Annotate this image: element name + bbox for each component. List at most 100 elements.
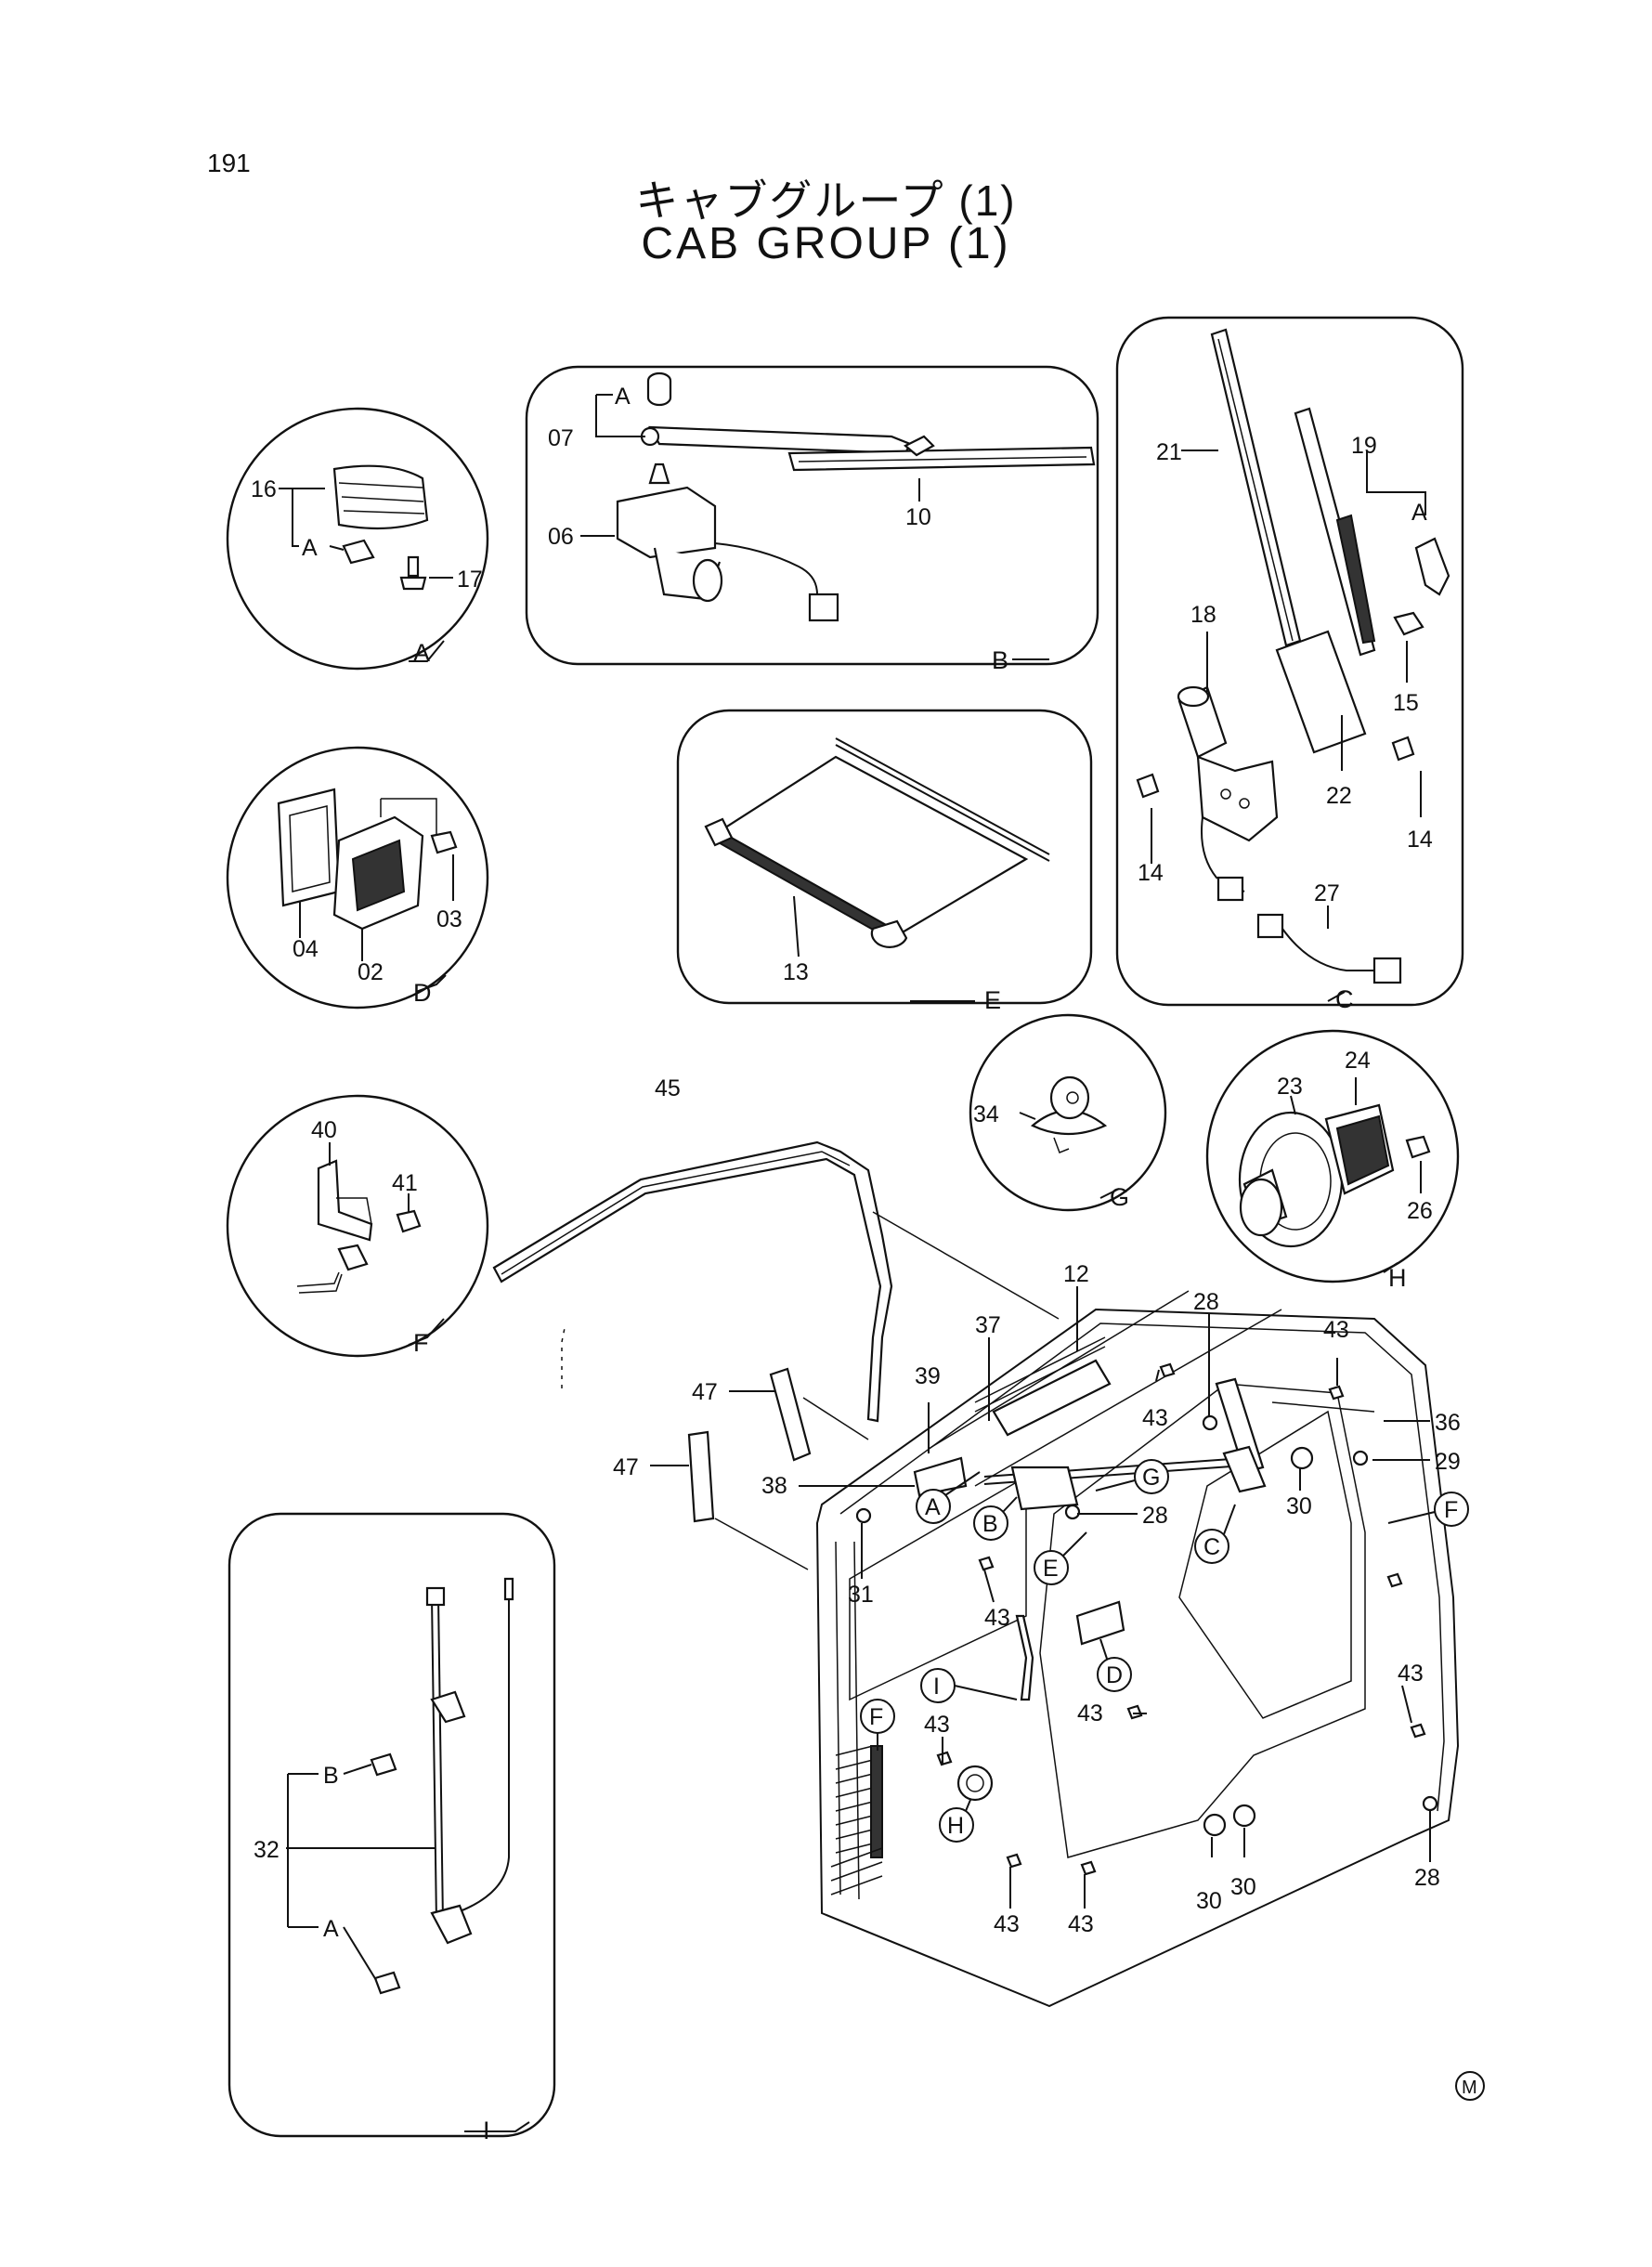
- view-a-label: A: [413, 639, 430, 667]
- detail-c: 21 19 A 15 18 22 14 14 27 C: [1115, 316, 1464, 1013]
- main-room-lamp: [913, 1456, 968, 1497]
- part-02: 02: [358, 959, 384, 985]
- part-24: 24: [1345, 1048, 1371, 1074]
- part-28-top: 28: [1193, 1289, 1219, 1315]
- view-b-label: B: [992, 646, 1008, 674]
- ref-a-label-b: A: [615, 384, 631, 410]
- bolt-14-right: [1391, 736, 1415, 762]
- callout-c[interactable]: C: [1194, 1504, 1236, 1564]
- callout-d[interactable]: D: [1097, 1638, 1132, 1692]
- antenna-clip-lower: [430, 1904, 473, 1945]
- wiper-arm: [648, 425, 912, 455]
- main-antenna: [1015, 1614, 1034, 1701]
- arm-clip: [1414, 537, 1450, 596]
- main-speaker: [956, 1765, 994, 1802]
- view-c-label: C: [1335, 985, 1354, 1013]
- part-12: 12: [1063, 1261, 1089, 1287]
- svg-text:F: F: [869, 1704, 883, 1730]
- main-wiper-blade: [1215, 1377, 1265, 1474]
- title-japanese: キャブグループ (1): [635, 176, 1017, 225]
- detail-h: 23 24 26 H: [1205, 1029, 1460, 1292]
- part-17: 17: [457, 567, 483, 593]
- svg-text:I: I: [933, 1674, 940, 1700]
- part-37: 37: [975, 1312, 1001, 1338]
- ref-a-label: A: [302, 535, 318, 561]
- part-26: 26: [1407, 1198, 1433, 1224]
- corner-mark: M: [1455, 2071, 1485, 2101]
- part-43-c: 43: [984, 1605, 1010, 1631]
- nut-15: [1393, 611, 1424, 636]
- part-43-b: 43: [1323, 1317, 1349, 1343]
- weatherstrip: [492, 1140, 893, 1423]
- detail-b: A 07 06 10 B: [525, 365, 1099, 674]
- detail-e: 13 E: [676, 709, 1093, 1014]
- part-10: 10: [905, 504, 931, 530]
- svg-text:G: G: [1142, 1465, 1160, 1491]
- svg-text:F: F: [1444, 1497, 1458, 1523]
- part-47-lower: 47: [613, 1454, 639, 1480]
- part-30-top: 30: [1286, 1493, 1312, 1519]
- callout-b[interactable]: B: [973, 1496, 1018, 1541]
- door-opening: [1039, 1383, 1366, 1858]
- cab-frame: [815, 1308, 1460, 2008]
- callout-f-right[interactable]: F: [1387, 1492, 1469, 1527]
- part-16: 16: [251, 476, 277, 502]
- cab-assembly: 45 47 47 12 37 39 38 28 43 43 36 29 30 2…: [492, 1075, 1469, 2008]
- callout-i[interactable]: I: [920, 1668, 1018, 1703]
- callout-f-left[interactable]: F: [860, 1699, 895, 1751]
- wiper-cap: [646, 371, 672, 407]
- part-23: 23: [1277, 1074, 1303, 1100]
- part-22: 22: [1326, 783, 1352, 809]
- part-43-e: 43: [1077, 1700, 1103, 1726]
- title-english: CAB GROUP (1): [641, 219, 1011, 268]
- svg-text:A: A: [925, 1494, 941, 1520]
- callout-g[interactable]: G: [1095, 1459, 1169, 1494]
- main-wiper-motor: [1010, 1466, 1079, 1511]
- svg-text:M: M: [1462, 2078, 1477, 2098]
- callout-e[interactable]: E: [1034, 1531, 1087, 1585]
- svg-text:C: C: [1203, 1534, 1220, 1560]
- view-g-label: G: [1110, 1183, 1129, 1211]
- connector-f: [337, 1244, 369, 1271]
- wiper-blade-c: [1210, 328, 1302, 647]
- screw-a: [373, 1971, 401, 1995]
- svg-text:D: D: [1106, 1662, 1123, 1688]
- detail-g: 34 G: [969, 1013, 1167, 1212]
- part-43-g: 43: [994, 1911, 1020, 1937]
- view-e-label: E: [984, 986, 1001, 1014]
- part-36: 36: [1435, 1410, 1461, 1436]
- part-19: 19: [1351, 433, 1377, 459]
- plug-g: [1030, 1109, 1108, 1136]
- view-h-label: H: [1388, 1264, 1407, 1292]
- part-41: 41: [392, 1170, 418, 1196]
- grommet-30-a: [1203, 1813, 1227, 1837]
- part-39: 39: [915, 1363, 941, 1389]
- part-14-left: 14: [1138, 860, 1164, 886]
- part-13: 13: [783, 959, 809, 985]
- view-d-label: D: [413, 979, 432, 1007]
- part-32: 32: [254, 1837, 280, 1863]
- window: [1178, 1410, 1352, 1719]
- svg-text:H: H: [947, 1813, 964, 1839]
- part-45: 45: [655, 1075, 681, 1101]
- callout-h[interactable]: H: [939, 1799, 974, 1843]
- page-number: 191: [207, 149, 251, 177]
- ref-a-label-i: A: [323, 1916, 339, 1942]
- view-i-label: I: [483, 2117, 490, 2144]
- callout-a[interactable]: A: [916, 1471, 981, 1524]
- part-43-d: 43: [924, 1712, 950, 1738]
- part-03: 03: [436, 906, 462, 932]
- part-30-a: 30: [1196, 1888, 1222, 1914]
- bracket-40: [317, 1159, 373, 1242]
- main-door-handle: [1075, 1600, 1125, 1646]
- part-40: 40: [311, 1117, 337, 1143]
- part-43-f: 43: [1398, 1661, 1424, 1687]
- part-30-b: 30: [1230, 1874, 1256, 1900]
- screw-26: [1405, 1135, 1431, 1159]
- part-18: 18: [1190, 602, 1216, 628]
- ref-a-label-c: A: [1411, 500, 1427, 526]
- connector-27: [1256, 913, 1284, 939]
- motor-bracket: [1275, 630, 1367, 754]
- view-f-label: F: [413, 1329, 429, 1357]
